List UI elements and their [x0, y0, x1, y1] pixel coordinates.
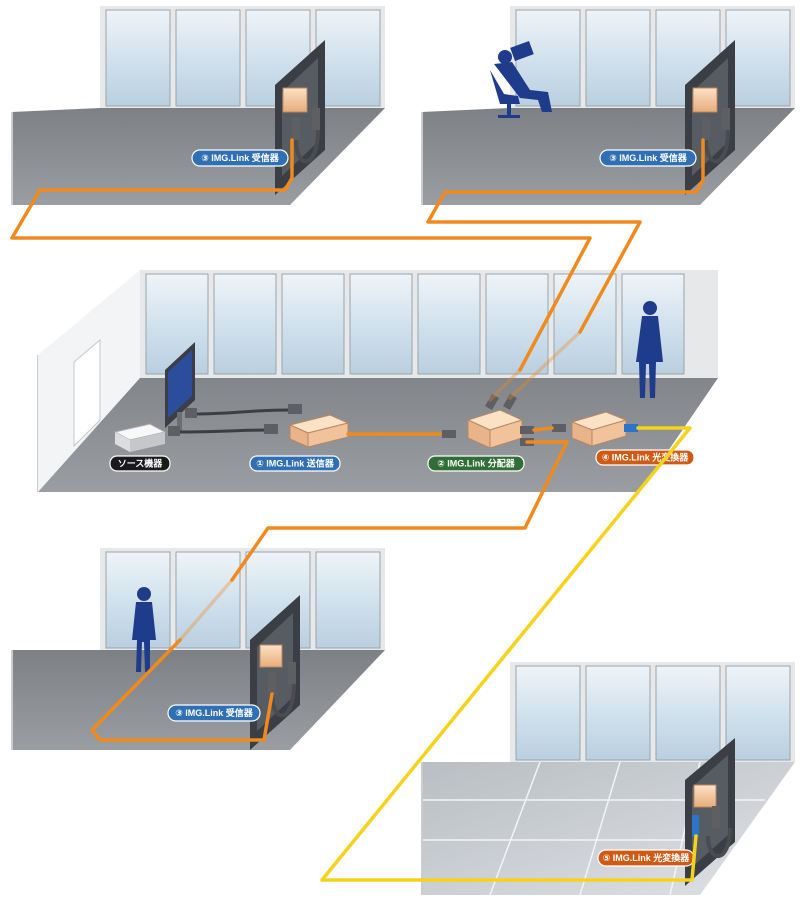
cable-to-receiver-b [426, 138, 705, 334]
hdmi-cables [174, 408, 291, 434]
receiver-label-c: ③ IMG.Link 受信器 [167, 704, 261, 722]
window-wall [515, 9, 791, 107]
converter-connectors [692, 806, 732, 858]
fiber-cable [320, 426, 698, 882]
faded-cables [178, 330, 582, 642]
distributor-label: ② IMG.Link 分配器 [427, 455, 525, 472]
window-wall [145, 273, 685, 375]
copper-cables [10, 138, 705, 742]
room-bottom-right: ⑤ IMG.Link 光変換器 [421, 662, 795, 896]
room-top-right: ③ IMG.Link 受信器 [421, 6, 795, 205]
cable-to-receiver-c [230, 440, 569, 582]
receiver-label-b: ③ IMG.Link 受信器 [599, 149, 697, 167]
converter-label-main: ④ IMG.Link 光変換器 [595, 449, 695, 466]
cable-to-receiver-a [10, 138, 592, 372]
door-icon [73, 338, 101, 448]
transmitter-box [288, 414, 350, 448]
room-top-left: ③ IMG.Link 受信器 [11, 6, 385, 210]
receiver-label-text: ③ IMG.Link 受信器 [201, 152, 280, 163]
device-box-icon [259, 644, 283, 668]
receiver-label-a: ③ IMG.Link 受信器 [191, 149, 289, 167]
display-icon [165, 342, 195, 432]
converter-box-main [570, 411, 638, 447]
room-main: ソース機器 ① IMG.Link 送信器 ② IMG.Link 分配器 ④ IM… [37, 270, 718, 492]
transmitter-label-text: ① IMG.Link 送信器 [256, 458, 335, 469]
distributor-box [466, 393, 524, 449]
receiver-label-text: ③ IMG.Link 受信器 [175, 707, 254, 718]
converter-label-text: ⑤ IMG.Link 光変換器 [603, 852, 691, 863]
converter-label-remote: ⑤ IMG.Link 光変換器 [597, 849, 695, 867]
floor [38, 355, 718, 492]
transmitter-label: ① IMG.Link 送信器 [249, 455, 341, 472]
person-icon [636, 301, 663, 398]
receiver-connectors [268, 662, 296, 718]
floor [12, 650, 385, 750]
distributor-label-text: ② IMG.Link 分配器 [437, 458, 516, 469]
person-icon [132, 587, 156, 672]
source-device-icon [113, 423, 167, 452]
window-wall [515, 665, 791, 761]
device-box-icon [693, 784, 717, 808]
receiver-connectors [292, 108, 320, 164]
tiled-floor [422, 762, 795, 895]
converter-label-text: ④ IMG.Link 光変換器 [602, 452, 690, 463]
room-bottom-left: ③ IMG.Link 受信器 [11, 548, 385, 750]
receiver-connectors [702, 108, 730, 164]
cable-to-receiver-c-lower [90, 638, 274, 742]
display-icon [685, 738, 735, 886]
source-label: ソース機器 [109, 455, 171, 472]
window-wall [105, 551, 381, 649]
cable-distributor-to-converter [532, 426, 554, 432]
source-label-text: ソース機器 [118, 458, 164, 469]
device-box-icon [282, 87, 308, 113]
cable-fiber-to-converter-remote [320, 426, 698, 882]
device-box-icon [692, 87, 718, 113]
receiver-label-text: ③ IMG.Link 受信器 [609, 152, 688, 163]
chair-person-icon [490, 41, 552, 118]
connector-plugs [168, 404, 302, 436]
window-wall [105, 9, 381, 107]
